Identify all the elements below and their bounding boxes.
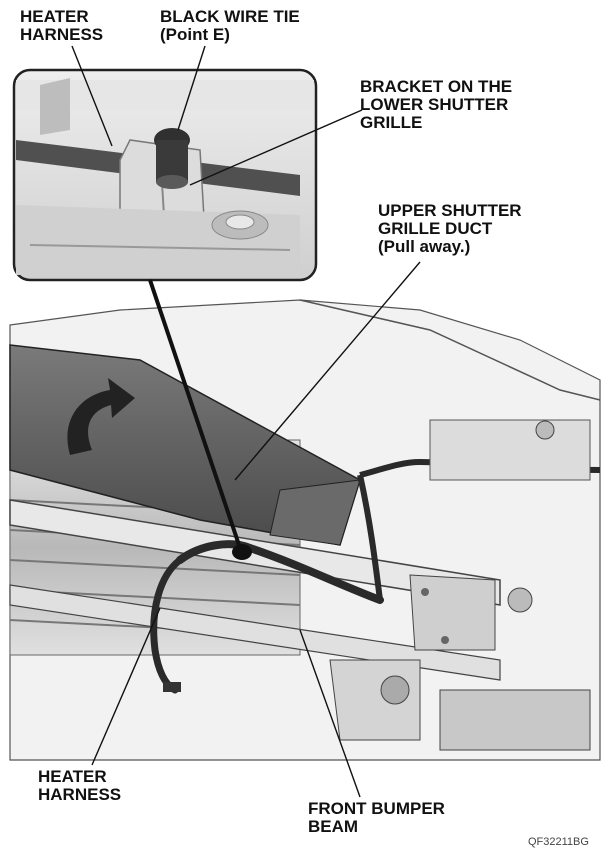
pull-away-arrow-icon [67,378,135,455]
inset-pointer-line [148,279,242,549]
black-wire-tie [232,544,252,560]
label-front-bumper-beam: FRONT BUMPER BEAM [308,799,445,836]
label-upper-shutter-grille-duct: UPPER SHUTTER GRILLE DUCT (Pull away.) [378,201,522,256]
label-bracket-lower-shutter-grille: BRACKET ON THE LOWER SHUTTER GRILLE [360,77,513,132]
label-heater-harness-bottom: HEATER HARNESS [38,767,122,804]
right-bracket [409,574,496,651]
harness-connector [163,682,181,692]
label-heater-harness-top: HEATER HARNESS [20,7,104,44]
heater-harness-main [176,540,384,604]
label-black-wire-tie: BLACK WIRE TIE (Point E) [160,7,300,44]
detail-inset [12,68,318,282]
leader-lines [71,45,421,798]
inset-clip-shape [40,78,70,135]
engine-bay-details [329,419,591,751]
main-assembly [9,299,601,761]
figure-code: QF32211BG [528,836,589,848]
